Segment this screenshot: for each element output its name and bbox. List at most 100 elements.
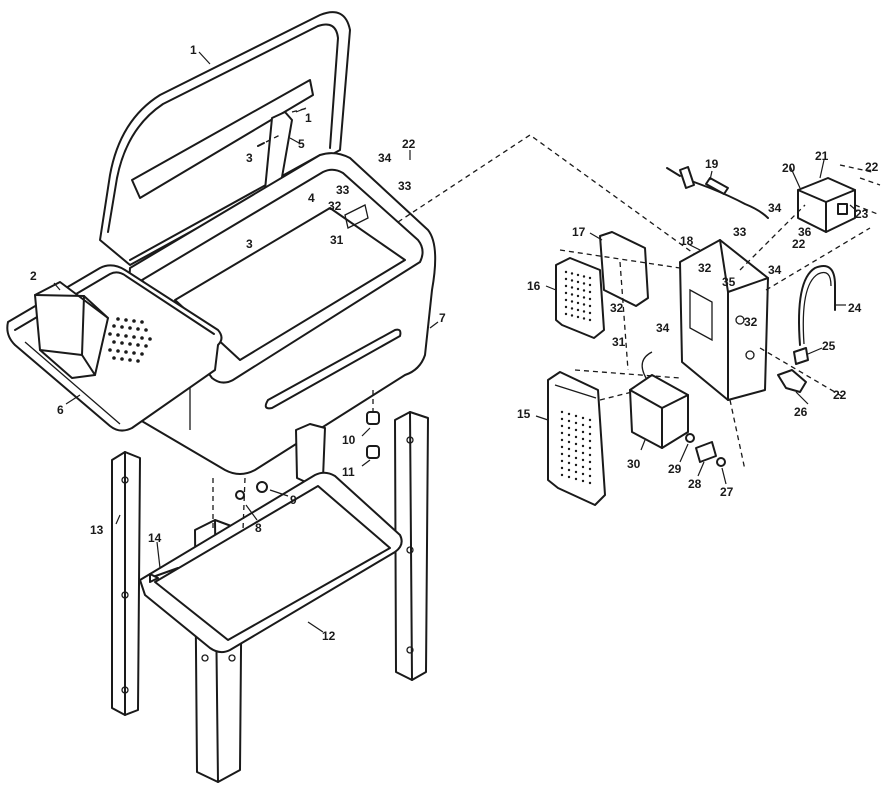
callout-18: 18: [680, 234, 694, 248]
grille-hole: [574, 456, 578, 460]
perforation-hole: [128, 342, 132, 346]
callout-34: 34: [656, 321, 670, 335]
grille-hole: [567, 426, 571, 430]
grille-hole: [567, 433, 571, 437]
grille-hole: [570, 272, 574, 275]
callout-26: 26: [794, 405, 808, 419]
perforation-hole: [128, 326, 132, 330]
perforation-hole: [116, 333, 120, 337]
grille-hole: [588, 467, 592, 471]
grille-hole: [560, 431, 564, 435]
pump-fittings: [685, 433, 726, 467]
grille-hole: [581, 423, 585, 427]
callout-12: 12: [322, 629, 336, 643]
grille-hole: [588, 318, 592, 322]
grille-hole: [567, 475, 571, 479]
callout-33: 33: [398, 179, 412, 193]
grille-hole: [567, 454, 571, 458]
callout-7: 7: [439, 311, 446, 325]
grille-hole: [570, 300, 574, 303]
grille-hole: [576, 315, 580, 319]
perforation-hole: [136, 359, 140, 363]
grille-hole: [564, 284, 568, 288]
perforation-hole: [136, 343, 140, 347]
callout-8: 8: [255, 521, 262, 535]
callout-28: 28: [688, 477, 702, 491]
grille-hole: [576, 280, 580, 284]
callout-22: 22: [865, 160, 879, 174]
grille-hole: [588, 460, 592, 464]
grille-hole: [588, 453, 592, 457]
perforation-hole: [124, 334, 128, 338]
screw-3-upper-dash: [265, 134, 281, 143]
callout-30: 30: [627, 457, 641, 471]
perforation-hole: [140, 320, 144, 324]
grille-hole: [567, 468, 571, 472]
grille-hole: [560, 452, 564, 456]
callout-32: 32: [744, 315, 758, 329]
callout-34: 34: [768, 263, 782, 277]
grille-hole: [564, 305, 568, 309]
hose-fitting-25: [793, 347, 809, 365]
grille-hole: [564, 270, 568, 274]
grille-hole: [581, 472, 585, 476]
perforation-hole: [112, 356, 116, 360]
perforation-hole: [112, 324, 116, 328]
perforation-hole: [132, 319, 136, 323]
callout-24: 24: [848, 301, 862, 315]
grille-hole: [581, 458, 585, 462]
callout-15: 15: [517, 407, 531, 421]
leg-left-rear: [111, 451, 141, 716]
grille-hole: [574, 470, 578, 474]
grille-hole: [560, 417, 564, 421]
perforation-hole: [116, 349, 120, 353]
callout-34: 34: [768, 201, 782, 215]
perforation-holes: [108, 317, 152, 363]
grille-hole: [588, 474, 592, 478]
callout-10: 10: [342, 433, 356, 447]
drain-bolt: [366, 411, 380, 459]
grille-hole: [576, 308, 580, 312]
grille-hole: [588, 276, 592, 280]
grille-hole: [564, 277, 568, 281]
callout-3: 3: [246, 237, 253, 251]
grille-hole: [588, 290, 592, 294]
grille-hole: [581, 430, 585, 434]
perforation-hole: [144, 328, 148, 332]
perforation-hole: [112, 340, 116, 344]
grille-hole: [574, 449, 578, 453]
callout-33: 33: [336, 183, 350, 197]
power-cord: [666, 166, 769, 219]
grille-hole: [574, 463, 578, 467]
grille-hole: [588, 283, 592, 287]
callout-32: 32: [610, 301, 624, 315]
callout-21: 21: [815, 149, 829, 163]
grille-hole: [588, 439, 592, 443]
callout-2: 2: [30, 269, 37, 283]
grille-hole: [570, 286, 574, 289]
callout-33: 33: [733, 225, 747, 239]
leg-right-front: [394, 411, 429, 681]
callout-16: 16: [527, 279, 541, 293]
grille-hole: [567, 412, 571, 416]
grille-hole: [560, 424, 564, 428]
callout-17: 17: [572, 225, 586, 239]
coiled-hose: [798, 265, 836, 346]
grille-hole: [560, 459, 564, 463]
grille-hole: [564, 312, 568, 316]
perforation-hole: [144, 344, 148, 348]
grille-hole: [570, 293, 574, 296]
grille-hole: [574, 477, 578, 481]
grille-hole: [574, 414, 578, 418]
callout-31: 31: [612, 335, 626, 349]
grille-hole: [581, 465, 585, 469]
grille-hole: [582, 296, 586, 299]
callout-32: 32: [328, 199, 342, 213]
nut-washer: [235, 481, 268, 500]
grille-hole: [581, 444, 585, 448]
grille-hole: [560, 438, 564, 442]
callout-5: 5: [298, 137, 305, 151]
grille-hole: [588, 425, 592, 429]
callout-27: 27: [720, 485, 734, 499]
